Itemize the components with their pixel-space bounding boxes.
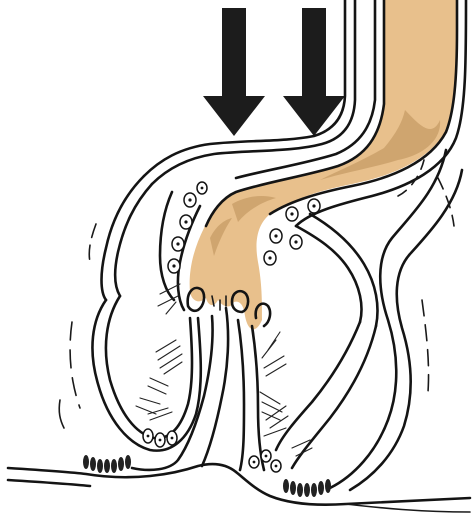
sphincter-hatching: [136, 284, 312, 456]
gland-cluster-lower-left: [143, 429, 177, 447]
pressure-arrow-right: [283, 8, 345, 136]
external-sphincter-left: [83, 455, 131, 473]
left-anal-wall: [59, 176, 201, 451]
external-sphincter-right: [283, 479, 331, 497]
right-anal-wall: [276, 150, 462, 490]
pressure-arrow-left: [203, 8, 265, 136]
downward-pressure-arrows: [203, 8, 345, 136]
